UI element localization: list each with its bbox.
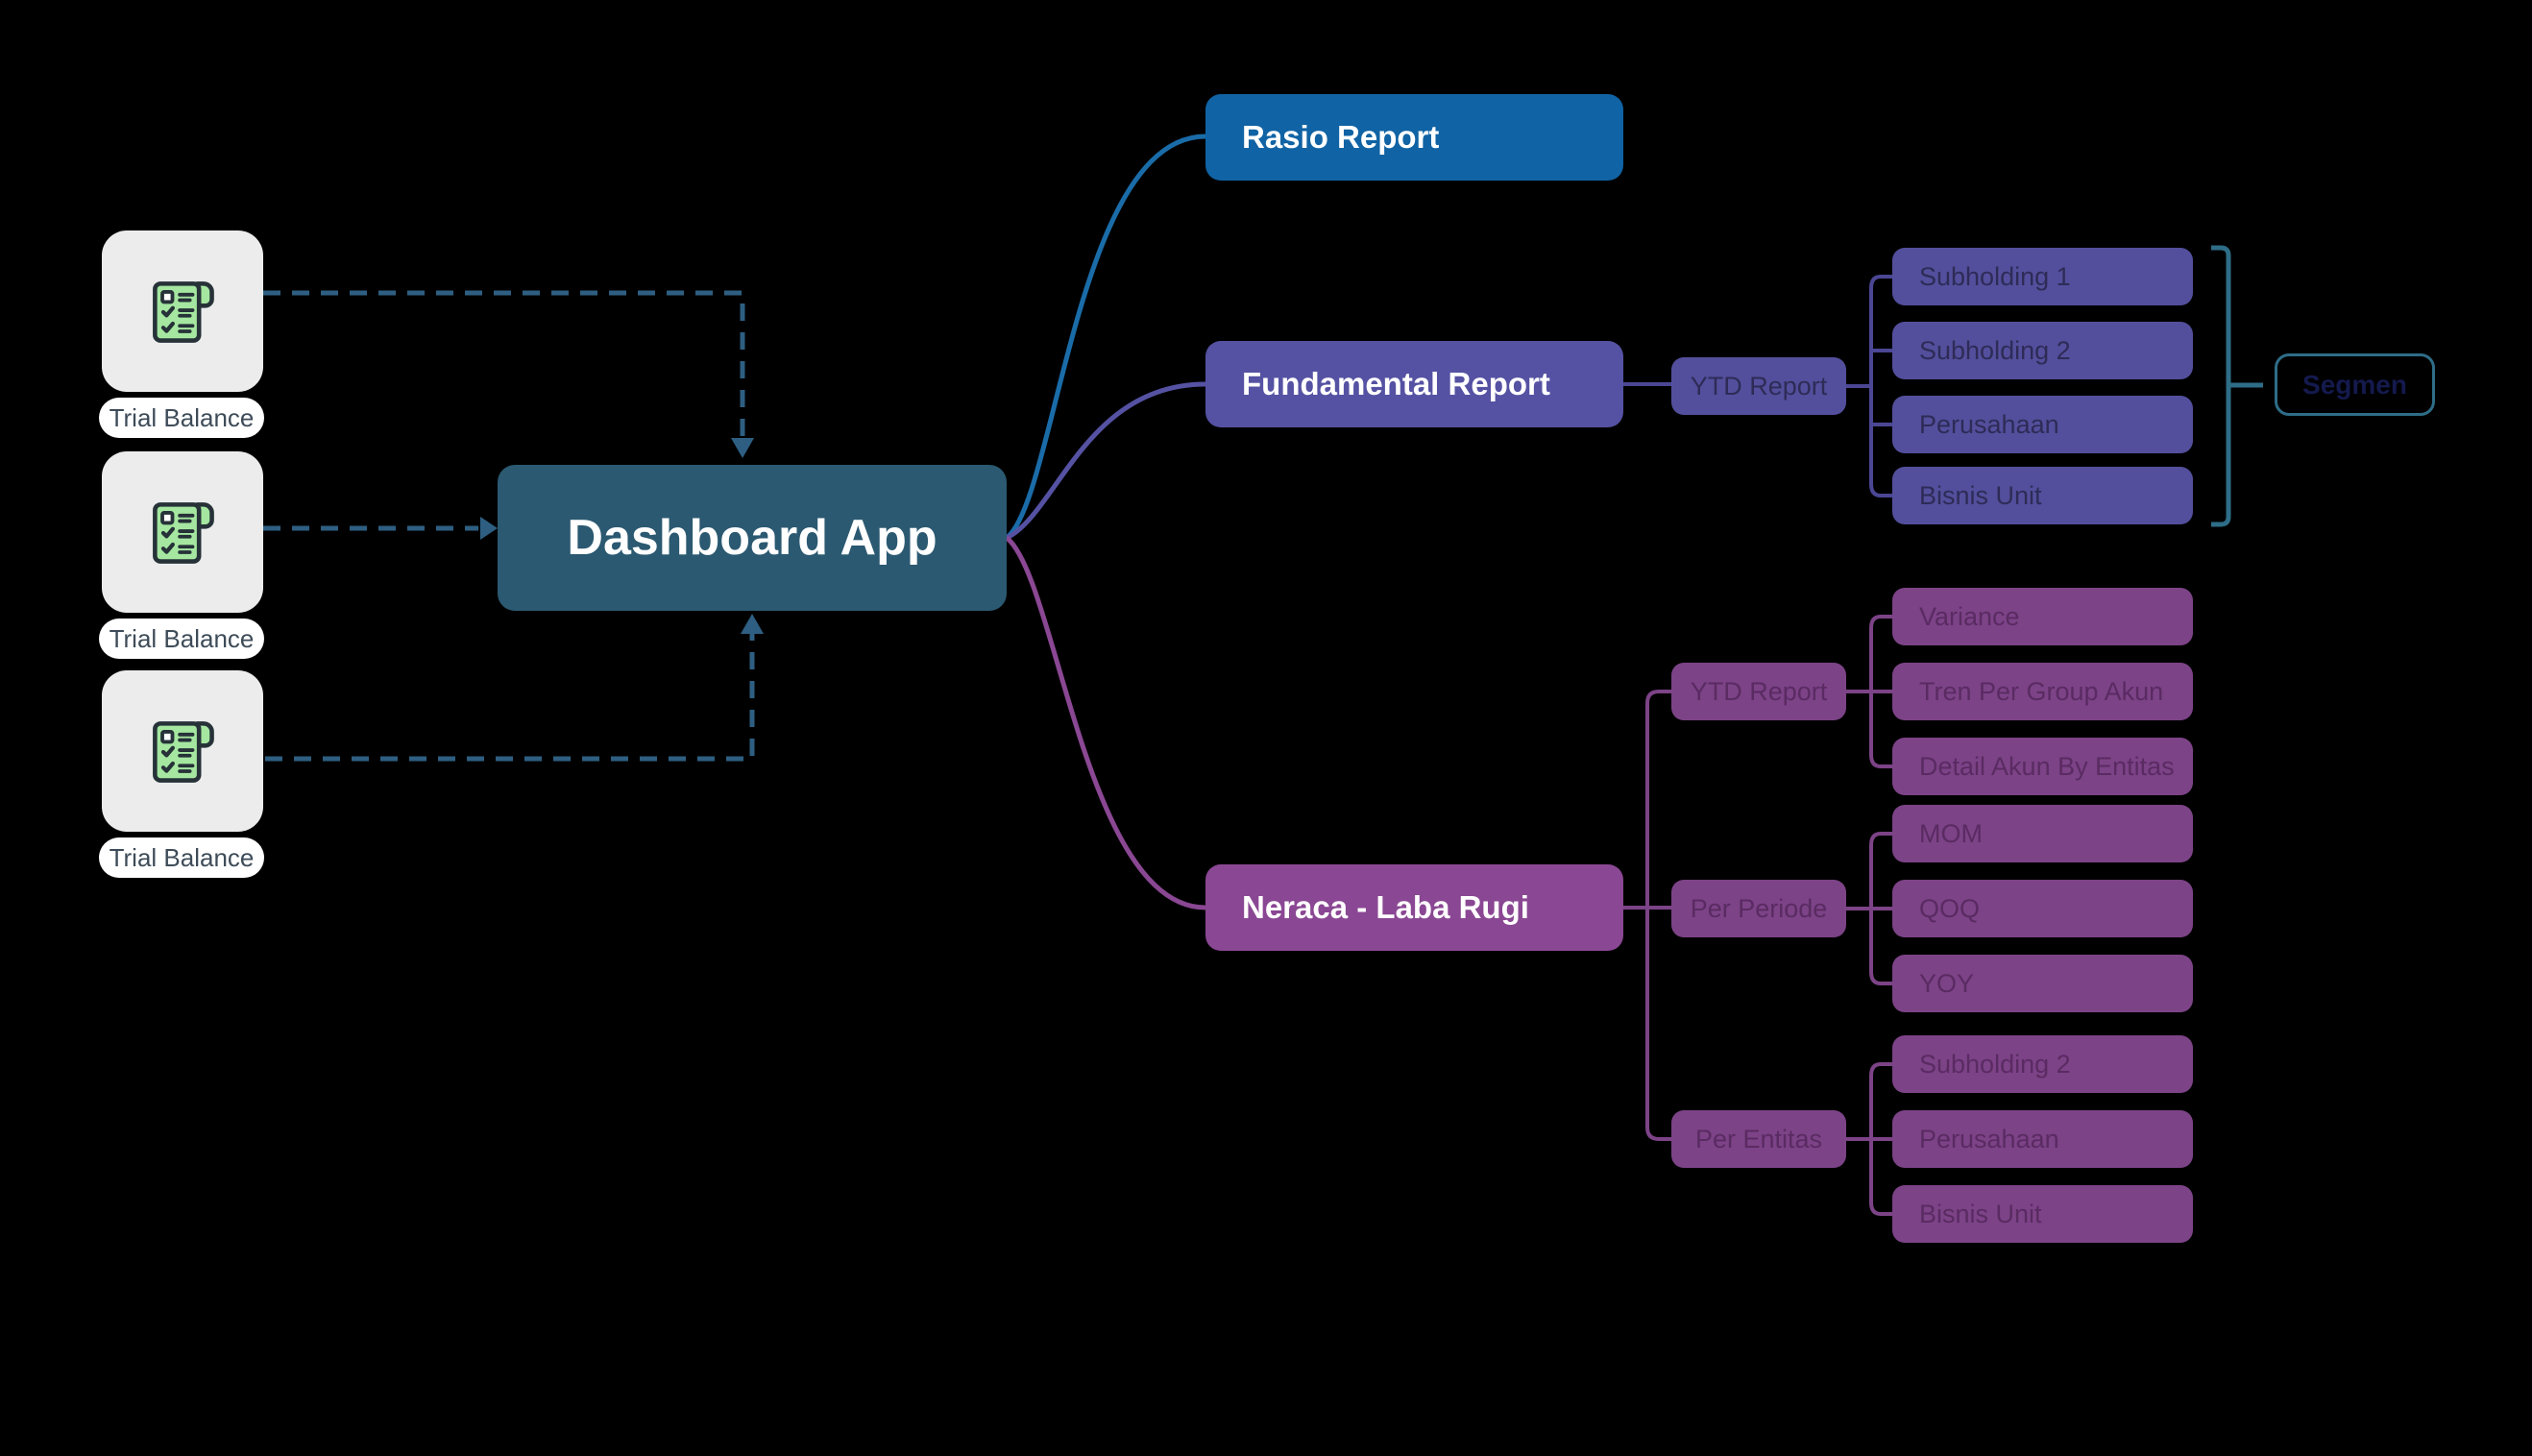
node-neraca-ytd-report: YTD Report	[1671, 663, 1846, 720]
node-label: QOQ	[1919, 893, 1981, 923]
fundamental-subtree-lines	[1623, 275, 1892, 497]
node-label: Perusahaan	[1919, 1124, 2059, 1153]
curve-to-fundamental	[1005, 381, 1206, 541]
node-subholding-2: Subholding 2	[1892, 322, 2193, 379]
node-perusahaan-entitas: Perusahaan	[1892, 1110, 2193, 1168]
node-bisnis-unit-entitas: Bisnis Unit	[1892, 1185, 2193, 1243]
node-qoq: QOQ	[1892, 880, 2193, 937]
node-label: Subholding 1	[1919, 261, 2071, 291]
node-per-periode: Per Periode	[1671, 880, 1846, 937]
node-label: Fundamental Report	[1242, 366, 1550, 401]
node-label: Subholding 2	[1919, 1049, 2071, 1079]
node-label: YOY	[1919, 968, 1975, 998]
source-label: Trial Balance	[99, 398, 264, 438]
node-dashboard-app: Dashboard App	[498, 465, 1007, 611]
node-detail-akun-by-entitas: Detail Akun By Entitas	[1892, 738, 2193, 795]
node-fundamental-ytd-report: YTD Report	[1671, 357, 1846, 415]
node-label: MOM	[1919, 818, 1983, 848]
node-label: YTD Report	[1690, 676, 1828, 706]
node-label: Perusahaan	[1919, 409, 2059, 439]
source-card	[102, 451, 263, 613]
curve-to-rasio	[1005, 133, 1206, 540]
node-label: Dashboard App	[567, 510, 937, 566]
node-perusahaan: Perusahaan	[1892, 396, 2193, 453]
checklist-document-icon	[153, 281, 214, 343]
node-label: Per Entitas	[1694, 1124, 1823, 1153]
node-rasio-report: Rasio Report	[1205, 94, 1623, 181]
source-card	[102, 670, 263, 832]
node-segmen: Segmen	[2275, 353, 2435, 416]
node-yoy: YOY	[1892, 955, 2193, 1012]
node-label: Rasio Report	[1242, 119, 1440, 155]
node-variance: Variance	[1892, 588, 2193, 645]
checklist-document-icon	[153, 721, 214, 783]
node-label: Bisnis Unit	[1919, 1199, 2042, 1228]
segmen-bracket	[2211, 245, 2263, 527]
node-label: Neraca - Laba Rugi	[1242, 889, 1529, 925]
node-mom: MOM	[1892, 805, 2193, 862]
node-label: Per Periode	[1690, 893, 1828, 923]
checklist-document-icon	[153, 502, 214, 564]
source-label-text: Trial Balance	[109, 402, 255, 432]
node-bisnis-unit: Bisnis Unit	[1892, 467, 2193, 524]
node-neraca-laba-rugi: Neraca - Laba Rugi	[1205, 864, 1623, 951]
node-per-entitas: Per Entitas	[1671, 1110, 1846, 1168]
node-label: Subholding 2	[1919, 335, 2071, 365]
node-label: Tren Per Group Akun	[1919, 676, 2164, 706]
node-label: YTD Report	[1690, 371, 1828, 400]
neraca-subtree-lines	[1623, 615, 1892, 1216]
source-label: Trial Balance	[99, 619, 264, 659]
node-subholding-2-entitas: Subholding 2	[1892, 1035, 2193, 1093]
node-tren-per-group-akun: Tren Per Group Akun	[1892, 663, 2193, 720]
node-fundamental-report: Fundamental Report	[1205, 341, 1623, 427]
flow-arrowheads	[480, 438, 764, 634]
node-label: Variance	[1919, 601, 2020, 631]
dashed-flow-lines	[263, 290, 755, 762]
source-label-text: Trial Balance	[109, 623, 255, 653]
source-label: Trial Balance	[99, 837, 264, 878]
node-label: Bisnis Unit	[1919, 480, 2042, 510]
node-label: Segmen	[2302, 369, 2407, 400]
source-card	[102, 231, 263, 392]
node-label: Detail Akun By Entitas	[1919, 751, 2175, 781]
source-label-text: Trial Balance	[109, 842, 255, 872]
curve-to-neraca	[1005, 536, 1206, 910]
node-subholding-1: Subholding 1	[1892, 248, 2193, 305]
